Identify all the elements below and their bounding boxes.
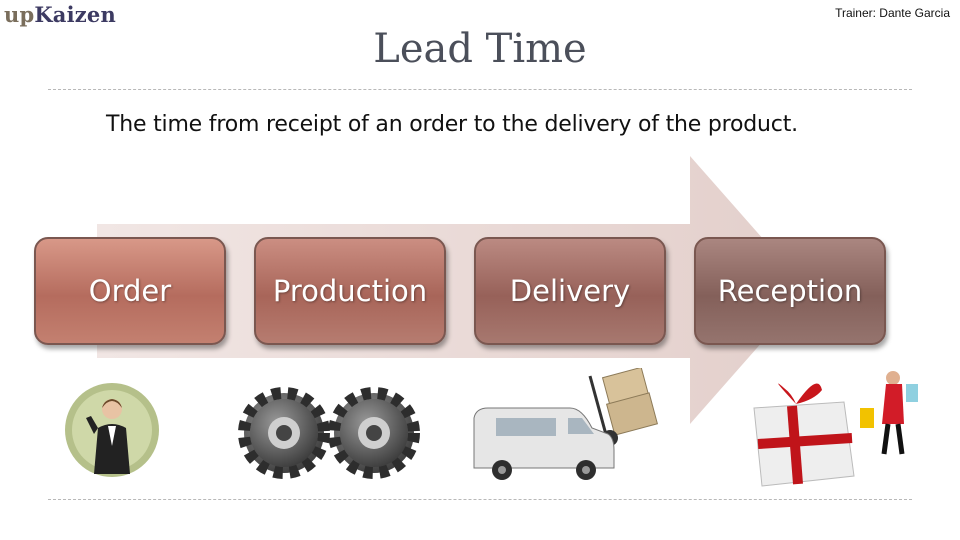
slide-title: Lead Time — [373, 26, 587, 72]
step-production: Production — [254, 237, 446, 345]
step-order: Order — [34, 237, 226, 345]
gears-icon — [238, 387, 420, 479]
top-divider — [48, 89, 912, 90]
upkaizen-logo: upKaizen — [4, 2, 116, 27]
trainer-name: Trainer: Dante Garcia — [835, 6, 950, 20]
customer-service-person-icon — [65, 383, 159, 477]
delivery-van-icon — [473, 368, 659, 480]
bottom-divider — [48, 499, 912, 500]
gift-box-icon — [753, 371, 918, 487]
step-reception: Reception — [694, 237, 886, 345]
step-delivery: Delivery — [474, 237, 666, 345]
slide-subtitle: The time from receipt of an order to the… — [106, 112, 798, 137]
